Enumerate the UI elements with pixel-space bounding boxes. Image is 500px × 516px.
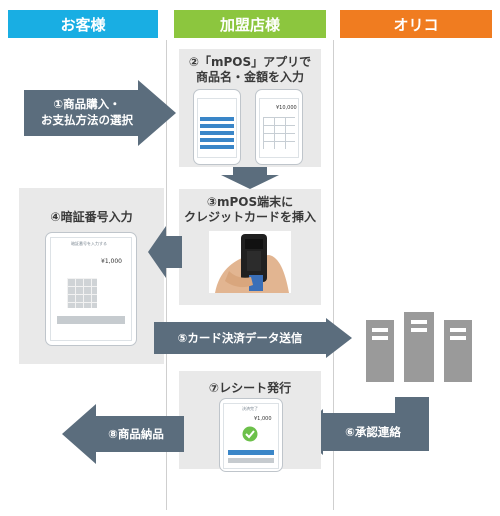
menu-screen (197, 98, 237, 158)
receipt-button (228, 458, 274, 463)
step1-line2: お支払方法の選択 (41, 113, 133, 127)
step2-panel: ②「mPOS」アプリで 商品名・金額を入力 ¥10,000 (179, 49, 321, 167)
server-icon (366, 312, 472, 382)
smartphone-keypad: ¥10,000 (255, 89, 303, 165)
step3-text: ③mPOS端末に クレジットカードを挿入 (179, 195, 321, 225)
receipt-amount: ¥1,000 (254, 416, 272, 422)
column-header-customer-label: お客様 (60, 15, 106, 34)
column-header-orico: オリコ (340, 10, 492, 38)
smartphone-receipt: 決済完了 ¥1,000 (219, 398, 283, 472)
menu-row (200, 138, 234, 142)
receipt-screen: 決済完了 ¥1,000 (223, 403, 279, 469)
column-header-merchant-label: 加盟店様 (219, 15, 280, 34)
smartphone-pin: 暗証番号を入力する ¥1,000 (45, 232, 137, 346)
arrow-right-icon (154, 318, 352, 358)
column-header-orico-label: オリコ (393, 15, 439, 34)
step6-text: ⑥承認連絡 (345, 425, 401, 439)
arrow-right-icon (24, 80, 176, 146)
smartphone-menu (193, 89, 241, 165)
step2-text: ②「mPOS」アプリで 商品名・金額を入力 (179, 55, 321, 85)
step3-line2: クレジットカードを挿入 (183, 210, 316, 224)
pin-pad (67, 278, 97, 308)
step1-line1: ①商品購入・ (53, 97, 121, 111)
keypad-screen: ¥10,000 (259, 98, 299, 158)
arrow-left-icon (148, 226, 182, 278)
pin-title: 暗証番号を入力する (71, 241, 107, 246)
step4-panel: ④暗証番号入力 暗証番号を入力する ¥1,000 (19, 188, 164, 364)
card-reader-icon (209, 231, 291, 293)
step1-text: ①商品購入・ お支払方法の選択 (28, 96, 146, 128)
step7-text: ⑦レシート発行 (208, 381, 292, 395)
pin-confirm-bar (57, 316, 125, 324)
check-icon (242, 426, 258, 442)
step3-panel: ③mPOS端末に クレジットカードを挿入 (179, 189, 321, 305)
arrow-left-icon (297, 397, 429, 455)
step2-line2: 商品名・金額を入力 (195, 70, 304, 84)
menu-row (200, 124, 234, 128)
step4-text: ④暗証番号入力 (50, 210, 133, 224)
arrow-down-icon (221, 167, 279, 189)
keypad-grid (263, 117, 295, 149)
arrow-left-icon (62, 404, 184, 464)
column-header-merchant: 加盟店様 (174, 10, 326, 38)
column-header-customer: お客様 (8, 10, 158, 38)
menu-row (200, 131, 234, 135)
step3-line1: ③mPOS端末に (206, 195, 294, 209)
pin-amount: ¥1,000 (101, 258, 122, 265)
column-divider-left (166, 40, 167, 510)
pin-screen: 暗証番号を入力する ¥1,000 (50, 237, 132, 341)
menu-row (200, 145, 234, 149)
step8-text: ⑧商品納品 (108, 427, 164, 441)
step5-text: ⑤カード決済データ送信 (177, 331, 303, 345)
amount-readout: ¥10,000 (276, 105, 297, 111)
receipt-button (228, 450, 274, 455)
step2-line1: ②「mPOS」アプリで (188, 55, 312, 69)
step7-panel: ⑦レシート発行 決済完了 ¥1,000 (179, 371, 321, 472)
column-divider-right (333, 40, 334, 510)
receipt-title: 決済完了 (242, 406, 258, 411)
menu-row (200, 117, 234, 121)
